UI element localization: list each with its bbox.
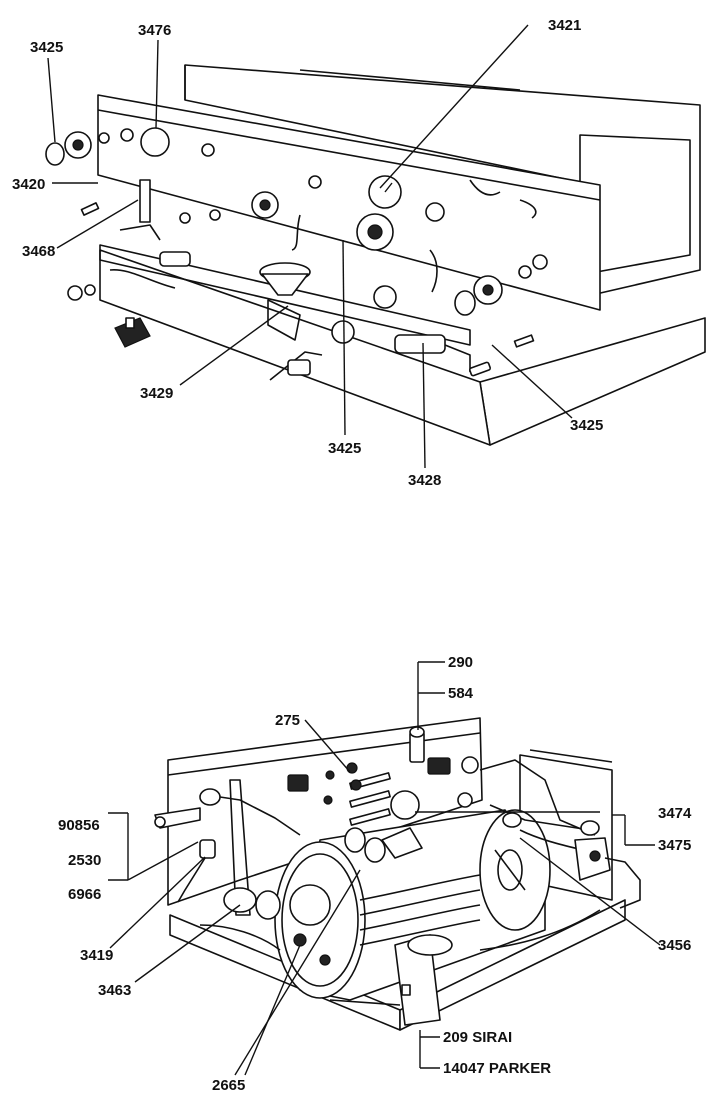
callout-90856: 90856: [58, 817, 100, 834]
callout-2665: 2665: [212, 1077, 245, 1094]
callout-2530: 2530: [68, 852, 101, 869]
bottom-machine-assembly: [154, 717, 641, 1031]
bottom-leader-lines: [108, 661, 661, 1076]
callout-3428: 3428: [408, 472, 441, 489]
callout-6966: 6966: [68, 886, 101, 903]
top-machine-assembly: [45, 64, 706, 446]
callout-3425-center: 3425: [328, 440, 361, 457]
callout-3429: 3429: [140, 385, 173, 402]
callout-3468: 3468: [22, 243, 55, 260]
callout-3476: 3476: [138, 22, 171, 39]
callout-275: 275: [275, 712, 300, 729]
callout-3463: 3463: [98, 982, 131, 999]
bottom-callout-labels: 290 584 275 3474 3475 90856 2530 6966 34…: [58, 654, 692, 1094]
callout-3425-right: 3425: [570, 417, 603, 434]
callout-3420: 3420: [12, 176, 45, 193]
callout-290: 290: [448, 654, 473, 671]
callout-3475: 3475: [658, 837, 691, 854]
callout-584: 584: [448, 685, 474, 702]
top-callout-labels: 3425 3476 3421 3420 3468 3429 3425 3428 …: [12, 17, 603, 489]
callout-3419: 3419: [80, 947, 113, 964]
top-leader-lines: [47, 24, 573, 469]
callout-3456: 3456: [658, 937, 691, 954]
callout-3425-left: 3425: [30, 39, 63, 56]
callout-209-sirai: 209 SIRAI: [443, 1029, 512, 1046]
callout-3474: 3474: [658, 805, 692, 822]
callout-14047-parker: 14047 PARKER: [443, 1060, 551, 1077]
callout-3421: 3421: [548, 17, 581, 34]
